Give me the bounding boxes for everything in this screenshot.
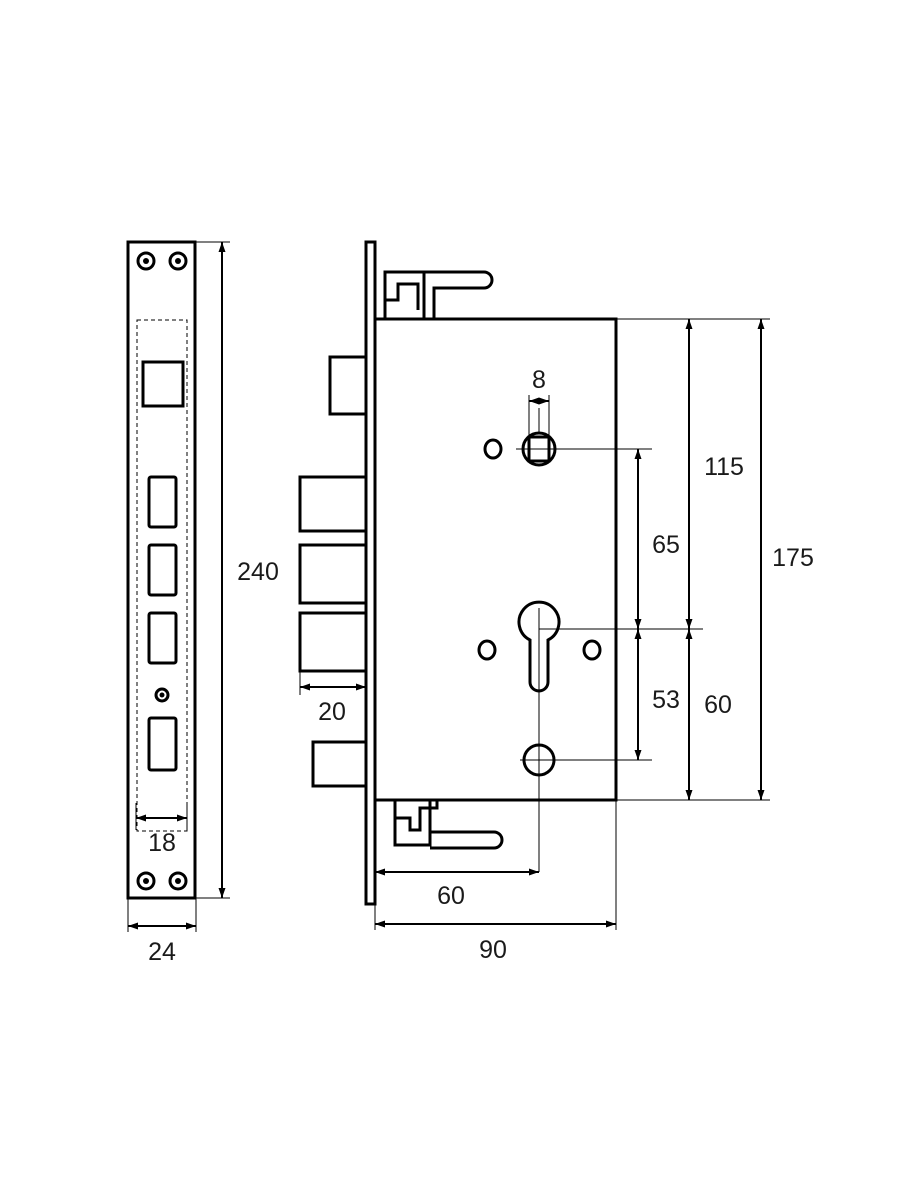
dead-bolt [298,475,368,533]
dimension-label: 53 [652,686,680,714]
bolt-slot [147,716,178,772]
faceplate-inner-dashed [136,319,188,832]
bottom-lever [393,800,504,850]
screw-icon [168,871,188,891]
dimension-label: 90 [479,936,507,964]
faceplate-front-view: 18 24 240 [126,240,279,966]
dimension-label: 18 [148,829,176,857]
lock-body-side-view: 8 20 60 90 65 53 115 60 175 [298,240,814,964]
faceplate-outline [126,240,197,900]
dimension-label: 115 [704,453,744,481]
dimension-label: 20 [318,698,346,726]
dimension-label: 240 [237,558,279,586]
dimension-label: 60 [437,882,465,910]
bolt-slot [147,611,178,665]
latch-opening [141,360,185,408]
mounting-hole [483,438,503,460]
latch-bolt [328,355,368,416]
top-lever [383,270,494,319]
dimension-label: 8 [532,366,546,394]
dimension-label: 175 [772,544,814,572]
bolt-slot [147,475,178,529]
screw-icon [136,251,156,271]
dead-bolt [298,543,368,605]
dimension-label: 65 [652,531,680,559]
lock-case [373,317,618,802]
dead-bolt [298,611,368,673]
dimension-label: 60 [704,691,732,719]
bottom-bolt [311,740,368,788]
screw-icon [136,871,156,891]
small-screw-icon [154,687,170,703]
dimension-label: 24 [148,938,176,966]
bolt-slot [147,543,178,597]
mounting-hole [582,639,602,661]
screw-icon [168,251,188,271]
mounting-hole [477,639,497,661]
